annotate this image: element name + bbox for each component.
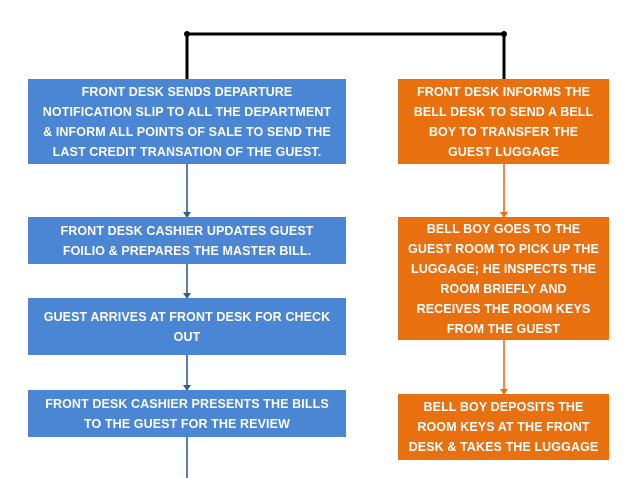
right-arrowhead-2 — [500, 389, 508, 395]
step-departure-notification: FRONT DESK SENDS DEPARTURE NOTIFICATION … — [28, 79, 346, 164]
left-arrowhead-3 — [183, 385, 191, 391]
step-guest-arrives-checkout: GUEST ARRIVES AT FRONT DESK FOR CHECK OU… — [28, 298, 346, 355]
left-arrowhead-1 — [183, 212, 191, 218]
step-update-folio: FRONT DESK CASHIER UPDATES GUEST FOILIO … — [28, 217, 346, 264]
step-present-bills: FRONT DESK CASHIER PRESENTS THE BILLS TO… — [28, 390, 346, 437]
right-arrowhead-1 — [500, 212, 508, 218]
top-right-junction-dot — [501, 31, 507, 37]
top-left-junction-dot — [184, 31, 190, 37]
step-bell-boy-collects-luggage: BELL BOY GOES TO THE GUEST ROOM TO PICK … — [398, 217, 609, 340]
step-inform-bell-desk: FRONT DESK INFORMS THE BELL DESK TO SEND… — [398, 79, 609, 164]
left-arrowhead-2 — [183, 293, 191, 299]
step-bell-boy-deposits-keys: BELL BOY DEPOSITS THE ROOM KEYS AT THE F… — [398, 394, 609, 460]
